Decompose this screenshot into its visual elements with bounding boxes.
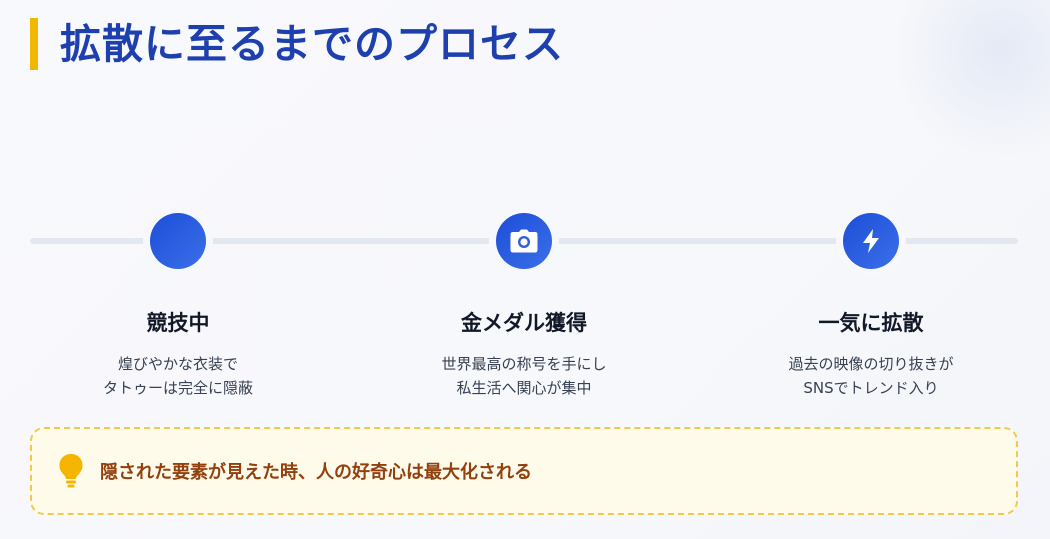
title-accent-bar bbox=[30, 18, 38, 70]
background-glow bbox=[890, 0, 1050, 160]
step-description: 世界最高の称号を手にし 私生活へ関心が集中 bbox=[374, 352, 674, 400]
step-title: 金メダル獲得 bbox=[461, 311, 587, 335]
title-block: 拡散に至るまでのプロセス bbox=[30, 18, 564, 70]
step-description: 過去の映像の切り抜きが SNSでトレンド入り bbox=[721, 352, 1021, 400]
step-description: 煌びやかな衣装で タトゥーは完全に隠蔽 bbox=[28, 352, 328, 400]
step-3: 一気に拡散 過去の映像の切り抜きが SNSでトレンド入り bbox=[721, 308, 1021, 400]
step-title: 競技中 bbox=[146, 311, 210, 335]
step-title: 一気に拡散 bbox=[818, 311, 924, 335]
timeline-node-1 bbox=[150, 213, 206, 269]
step-desc-line: 煌びやかな衣装で bbox=[117, 355, 238, 373]
callout-text: 隠された要素が見えた時、人の好奇心は最大化される bbox=[100, 462, 532, 483]
insight-callout: 隠された要素が見えた時、人の好奇心は最大化される bbox=[30, 427, 1018, 515]
step-desc-line: SNSでトレンド入り bbox=[803, 379, 939, 397]
step-desc-line: 過去の映像の切り抜きが bbox=[788, 355, 954, 373]
step-desc-line: 世界最高の称号を手にし bbox=[441, 355, 607, 373]
step-desc-line: タトゥーは完全に隠蔽 bbox=[102, 379, 253, 397]
page-title: 拡散に至るまでのプロセス bbox=[60, 20, 564, 68]
timeline-node-3 bbox=[843, 213, 899, 269]
camera-icon bbox=[510, 229, 538, 253]
step-2: 金メダル獲得 世界最高の称号を手にし 私生活へ関心が集中 bbox=[374, 308, 674, 400]
lightbulb-icon bbox=[59, 454, 83, 488]
step-1: 競技中 煌びやかな衣装で タトゥーは完全に隠蔽 bbox=[28, 308, 328, 400]
timeline-node-2 bbox=[496, 213, 552, 269]
lightning-icon bbox=[863, 229, 879, 253]
step-desc-line: 私生活へ関心が集中 bbox=[456, 379, 592, 397]
